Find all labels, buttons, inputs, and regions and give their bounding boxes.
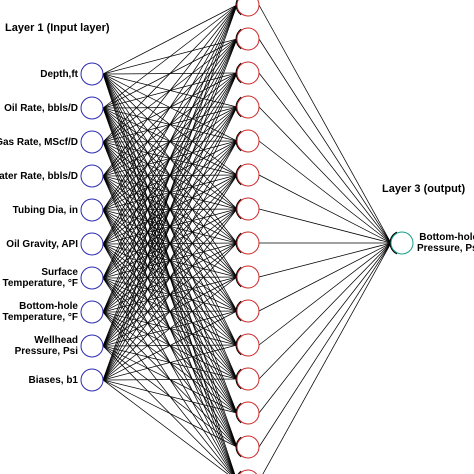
hidden-node-5 (236, 163, 260, 187)
hidden-node-6 (236, 197, 260, 221)
edge-hidden-5-output-0 (258, 174, 392, 244)
edge-input-9-hidden-10 (102, 344, 238, 381)
input-layer-title: Layer 1 (Input layer) (5, 22, 110, 34)
input-label-1: Oil Rate, bbls/D (4, 102, 78, 114)
edge-input-9-hidden-4 (102, 140, 238, 381)
edge-input-9-hidden-7 (102, 242, 238, 381)
hidden-node-12 (236, 401, 260, 425)
edge-hidden-1-output-0 (258, 38, 392, 244)
hidden-node-9 (236, 299, 260, 323)
edge-hidden-4-output-0 (258, 140, 392, 244)
input-label-9: Biases, b1 (28, 374, 78, 386)
edge-input-7-hidden-0 (102, 4, 238, 313)
edge-input-9-hidden-8 (102, 276, 238, 381)
edge-input-5-hidden-0 (102, 4, 238, 245)
hidden-node-10 (236, 333, 260, 357)
edge-hidden-10-output-0 (258, 242, 392, 346)
edge-input-9-hidden-2 (102, 72, 238, 381)
edge-hidden-0-output-0 (258, 4, 392, 244)
edge-input-0-hidden-0 (102, 4, 238, 75)
input-node-1 (80, 96, 104, 120)
edge-hidden-11-output-0 (258, 242, 392, 380)
input-node-6 (80, 266, 104, 290)
edge-input-4-hidden-0 (102, 4, 238, 211)
edge-hidden-2-output-0 (258, 72, 392, 244)
edge-hidden-13-output-0 (258, 242, 392, 448)
neuron-nodes (80, 0, 414, 474)
hidden-node-7 (236, 231, 260, 255)
edge-input-9-hidden-14 (102, 379, 229, 474)
edge-input-9-hidden-5 (102, 174, 238, 381)
hidden-node-0 (236, 0, 260, 17)
hidden-node-8 (236, 265, 260, 289)
edge-input-9-hidden-3 (102, 106, 238, 381)
input-node-8 (80, 334, 104, 358)
edge-input-9-hidden-0 (102, 4, 238, 381)
edge-input-9-hidden-1 (102, 38, 238, 381)
connection-lines (102, 4, 392, 474)
input-label-0: Depth,ft (40, 68, 78, 80)
edge-input-8-hidden-0 (102, 4, 238, 347)
edge-input-9-hidden-12 (102, 379, 238, 414)
edge-hidden-8-output-0 (258, 242, 392, 278)
edge-input-6-hidden-0 (102, 4, 238, 279)
edge-input-9-hidden-13 (102, 379, 238, 448)
edge-hidden-14-output-0 (262, 242, 392, 474)
input-label-5: Oil Gravity, API (6, 238, 78, 250)
edge-hidden-12-output-0 (258, 242, 392, 414)
hidden-node-2 (236, 61, 260, 85)
input-node-4 (80, 198, 104, 222)
edge-hidden-6-output-0 (258, 208, 392, 244)
arrowhead-fans (235, 0, 399, 474)
hidden-node-11 (236, 367, 260, 391)
input-label-3: Water Rate, bbls/D (0, 170, 78, 182)
hidden-node-1 (236, 27, 260, 51)
edge-input-8-hidden-14 (102, 345, 231, 474)
edge-hidden-9-output-0 (258, 242, 392, 312)
hidden-node-14 (238, 469, 258, 474)
input-label-2: Gas Rate, MScf/D (0, 136, 78, 148)
input-node-2 (80, 130, 104, 154)
input-node-3 (80, 164, 104, 188)
edge-input-9-hidden-6 (102, 208, 238, 381)
input-node-7 (80, 300, 104, 324)
edge-input-6-hidden-14 (102, 277, 233, 474)
edge-input-2-hidden-0 (102, 4, 238, 143)
input-node-5 (80, 232, 104, 256)
hidden-node-3 (236, 95, 260, 119)
output-layer-title: Layer 3 (output) (382, 183, 466, 195)
input-label-4: Tubing Dia, in (12, 204, 78, 216)
hidden-node-4 (236, 129, 260, 153)
input-node-0 (80, 62, 104, 86)
edge-input-9-hidden-11 (102, 378, 238, 381)
edge-input-1-hidden-0 (102, 4, 238, 109)
edge-hidden-3-output-0 (258, 106, 392, 244)
edge-input-9-hidden-9 (102, 310, 238, 381)
output-node-0 (390, 231, 414, 255)
hidden-node-13 (236, 435, 260, 459)
input-node-9 (80, 368, 104, 392)
edge-input-3-hidden-0 (102, 4, 238, 177)
